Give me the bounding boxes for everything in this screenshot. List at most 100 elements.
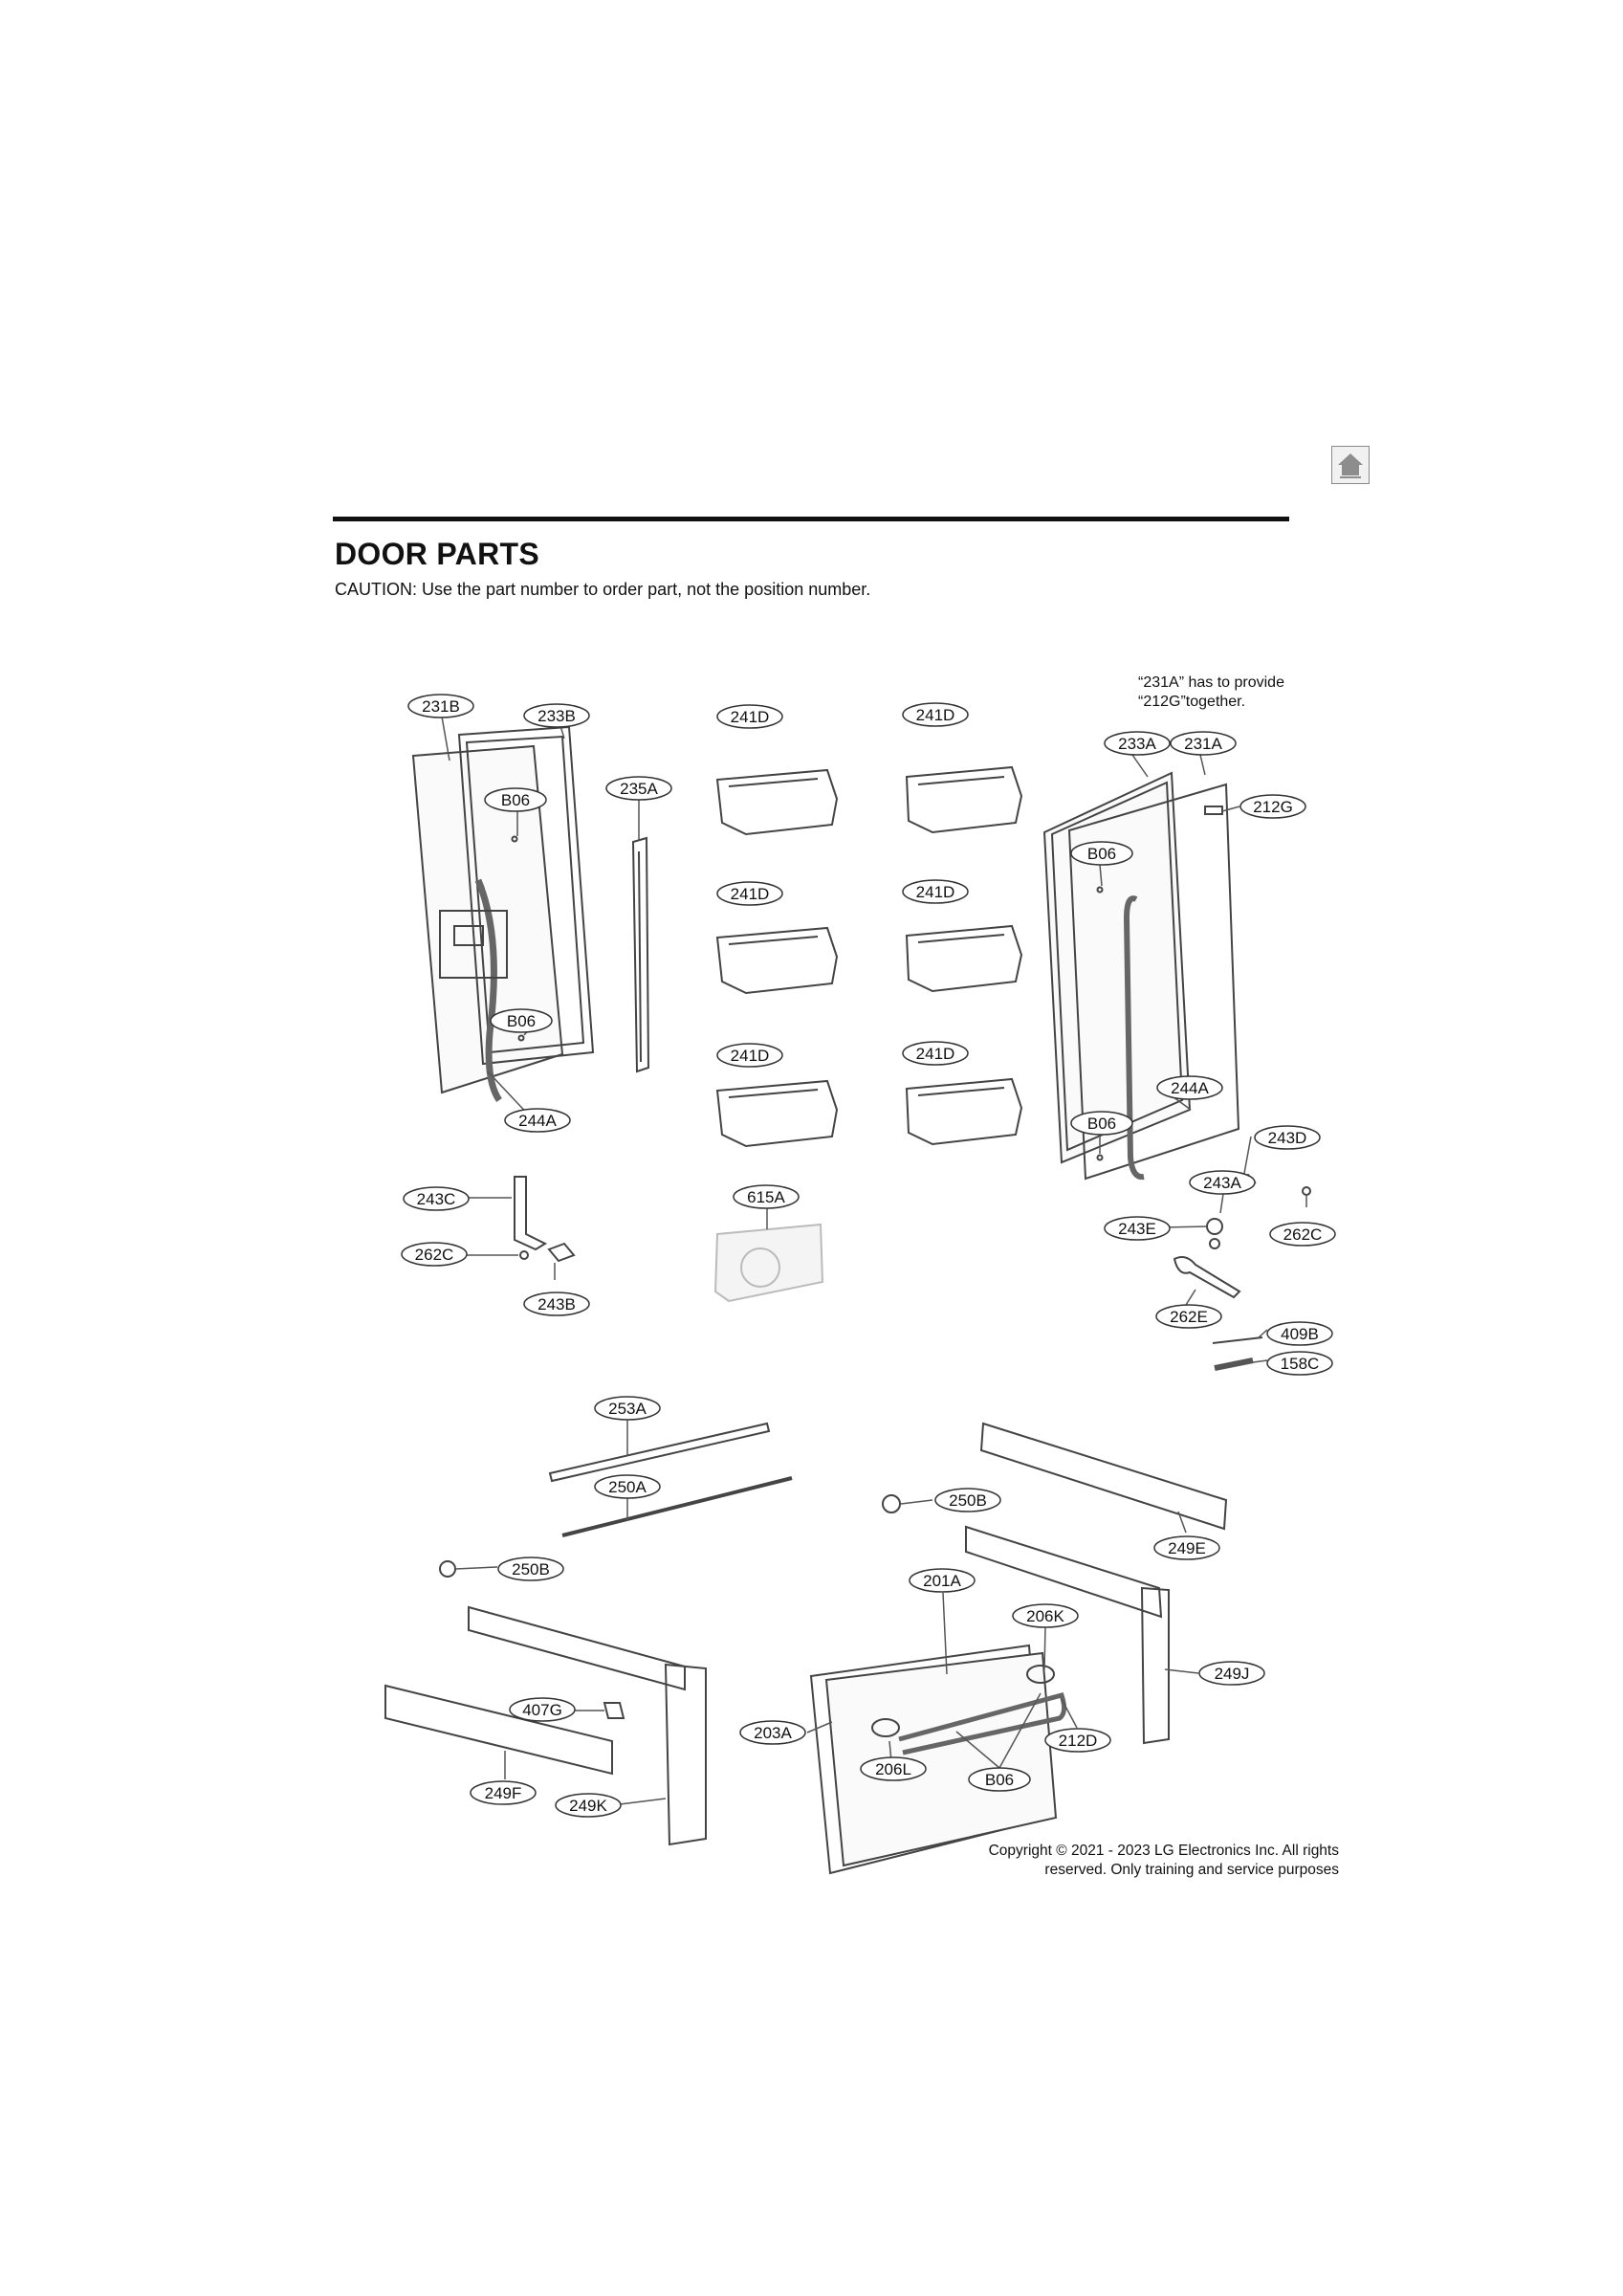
callout-243C: 243C [403, 1186, 470, 1211]
callout-250B: 250B [934, 1488, 1001, 1512]
callout-label: B06 [1087, 845, 1116, 863]
callout-label: B06 [501, 791, 530, 809]
note-line-1: “231A” has to provide [1138, 674, 1284, 691]
callout-label: 201A [923, 1572, 961, 1590]
callout-250A: 250A [594, 1474, 661, 1499]
callout-253A: 253A [594, 1396, 661, 1421]
callout-label: 244A [518, 1112, 557, 1130]
callout-235A: 235A [605, 776, 672, 801]
callout-label: 241D [731, 885, 770, 903]
callout-label: 244A [1171, 1079, 1209, 1097]
callout-203A: 203A [739, 1720, 806, 1745]
callout-label: 262C [1283, 1225, 1323, 1244]
callout-233A: 233A [1104, 731, 1171, 756]
callout-label: 241D [916, 706, 955, 724]
callout-label: 233B [537, 707, 576, 725]
callout-231B: 231B [407, 694, 474, 718]
caution-text: CAUTION: Use the part number to order pa… [335, 580, 871, 599]
callout-label: B06 [1087, 1115, 1116, 1133]
callout-241D: 241D [902, 702, 969, 727]
callout-label: B06 [985, 1771, 1014, 1789]
callout-label: 203A [754, 1724, 792, 1742]
callout-label: 158C [1281, 1355, 1320, 1373]
page-title: DOOR PARTS [335, 537, 539, 571]
home-button[interactable] [1331, 446, 1370, 484]
right-door-drawing [1042, 771, 1240, 1181]
home-icon [1338, 453, 1363, 478]
callout-label: 206L [875, 1760, 911, 1778]
callout-262E: 262E [1155, 1304, 1222, 1329]
callout-241D: 241D [716, 1043, 783, 1068]
callout-244A: 244A [504, 1108, 571, 1133]
callout-615A: 615A [733, 1184, 800, 1209]
left-door-drawing [411, 725, 595, 1103]
callout-231A: 231A [1170, 731, 1237, 756]
callout-label: 241D [916, 883, 955, 901]
callout-212D: 212D [1044, 1728, 1111, 1753]
callout-249F: 249F [470, 1780, 537, 1805]
callout-409B: 409B [1266, 1321, 1333, 1346]
callout-label: 249F [485, 1784, 522, 1802]
callout-B06: B06 [490, 1008, 553, 1033]
callout-B06: B06 [1070, 841, 1133, 866]
callout-label: 241D [731, 708, 770, 726]
callout-B06: B06 [968, 1767, 1031, 1792]
copyright-line-1: Copyright © 2021 - 2023 LG Electronics I… [988, 1843, 1339, 1859]
callout-label: 262E [1170, 1308, 1208, 1326]
callout-262C: 262C [401, 1242, 468, 1267]
callout-label: 243D [1268, 1129, 1307, 1147]
callout-label: 231A [1184, 735, 1222, 753]
callout-label: 233A [1118, 735, 1156, 753]
callout-212G: 212G [1239, 794, 1306, 819]
callout-241D: 241D [902, 879, 969, 904]
callout-206L: 206L [860, 1756, 927, 1781]
callout-241D: 241D [716, 704, 783, 729]
callout-244A: 244A [1156, 1075, 1223, 1100]
callout-label: 212G [1253, 798, 1293, 816]
callout-243D: 243D [1254, 1125, 1321, 1150]
callout-B06: B06 [484, 787, 547, 812]
callout-label: 250B [949, 1491, 987, 1510]
callout-label: 409B [1281, 1325, 1319, 1343]
callout-label: 249J [1215, 1665, 1250, 1683]
copyright-notice: Copyright © 2021 - 2023 LG Electronics I… [937, 1842, 1339, 1880]
callout-label: 212D [1059, 1732, 1098, 1750]
ice-maker-drawing [713, 1223, 824, 1303]
hinge-parts-drawing [514, 1173, 1311, 1371]
copyright-line-2: reserved. Only training and service purp… [1044, 1862, 1339, 1878]
callout-label: 243E [1118, 1220, 1156, 1238]
callout-label: B06 [507, 1012, 536, 1030]
callout-label: 231B [422, 697, 460, 716]
callout-label: 262C [415, 1246, 454, 1264]
parts-drawings [384, 725, 1311, 1875]
callout-label: 250B [512, 1560, 550, 1578]
callout-label: 241D [916, 1045, 955, 1063]
callout-262C: 262C [1269, 1222, 1336, 1247]
callout-243A: 243A [1189, 1170, 1256, 1195]
callout-label: 249E [1168, 1539, 1206, 1557]
callout-label: 235A [620, 780, 658, 798]
callout-249J: 249J [1198, 1661, 1265, 1686]
callout-158C: 158C [1266, 1351, 1333, 1376]
door-strip-drawing [631, 836, 650, 1073]
callout-B06: B06 [1070, 1111, 1133, 1136]
callout-label: 243B [537, 1295, 576, 1314]
callout-249K: 249K [555, 1793, 622, 1818]
callout-201A: 201A [909, 1568, 976, 1593]
callout-label: 615A [747, 1188, 785, 1206]
callout-250B: 250B [497, 1556, 564, 1581]
callout-label: 253A [608, 1400, 647, 1418]
callout-label: 206K [1026, 1607, 1064, 1625]
title-rule [333, 517, 1289, 521]
callout-243B: 243B [523, 1292, 590, 1316]
callout-labels: 231B 233B 235A B06 B06 244A 241D 241D 24… [401, 694, 1336, 1818]
callout-243E: 243E [1104, 1216, 1171, 1241]
note-231a-212g: “231A” has to provide “212G”together. [1138, 674, 1284, 710]
callout-label: 241D [731, 1047, 770, 1065]
note-line-2: “212G”together. [1138, 694, 1245, 710]
leader-lines [441, 716, 1307, 1806]
callout-233B: 233B [523, 703, 590, 728]
callout-241D: 241D [902, 1041, 969, 1066]
callout-241D: 241D [716, 881, 783, 906]
callout-label: 407G [522, 1701, 562, 1719]
